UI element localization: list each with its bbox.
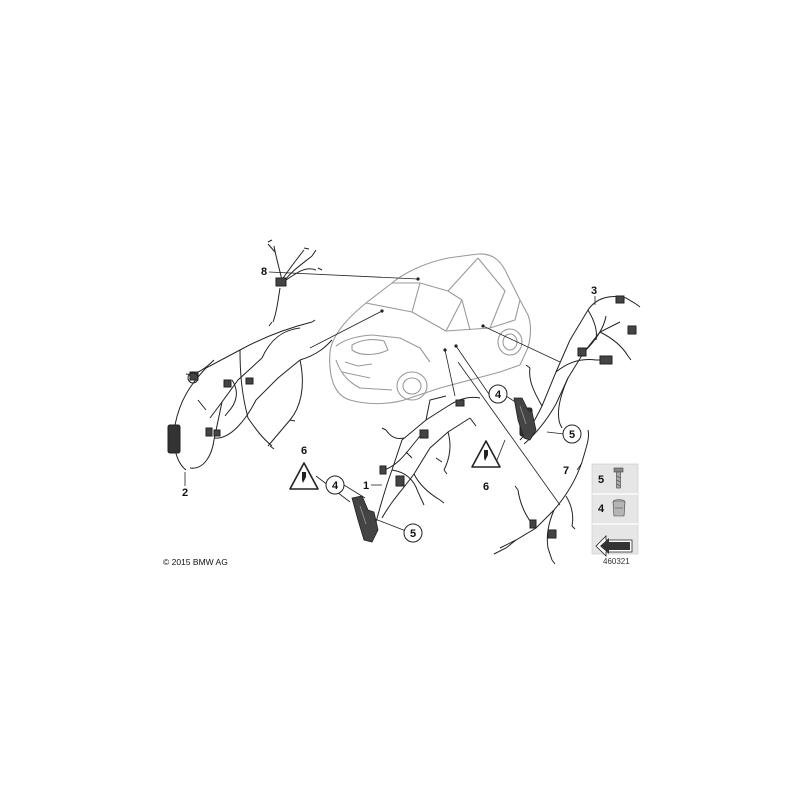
screw-icon: [613, 467, 624, 489]
callout-label: 4: [332, 480, 339, 492]
leader-lines: [184, 271, 596, 532]
harness-2-left-door: [167, 319, 333, 471]
circled-callout-5-right: 5: [562, 424, 582, 444]
circled-callout-4-center: 4: [488, 384, 508, 404]
nut-icon: [612, 499, 626, 517]
callout-label: 5: [569, 429, 575, 441]
callout-label: 4: [495, 389, 502, 401]
harness-1-door: [375, 395, 481, 523]
circled-callout-5-left: 5: [403, 523, 423, 543]
copyright-text: © 2015 BMW AG: [163, 557, 228, 567]
callout-6-center: 6: [483, 481, 489, 493]
callout-3: 3: [591, 285, 597, 297]
warning-triangle-icon: [471, 440, 501, 468]
parts-legend: 5 4: [591, 463, 639, 557]
callout-1: 1: [363, 480, 369, 492]
legend-label-4: 4: [598, 503, 605, 515]
callout-8: 8: [261, 266, 267, 278]
clip-part-4-left: [351, 495, 379, 543]
callout-6-left: 6: [301, 445, 307, 457]
diagram-id: 460321: [603, 557, 630, 566]
harness-8-roof: [267, 239, 323, 327]
warning-triangle-icon: [289, 462, 319, 490]
legend-label-5: 5: [598, 474, 604, 486]
leader-dots: [380, 277, 485, 352]
clip-part-4-right: [513, 397, 537, 441]
callout-label: 5: [410, 528, 416, 540]
callout-2: 2: [182, 487, 188, 499]
circled-callout-4-left: 4: [325, 475, 345, 495]
callout-7: 7: [563, 465, 569, 477]
harness-3-rear-door: [519, 295, 641, 445]
arrow-icon: [595, 535, 633, 557]
harness-7-rear: [493, 429, 589, 565]
